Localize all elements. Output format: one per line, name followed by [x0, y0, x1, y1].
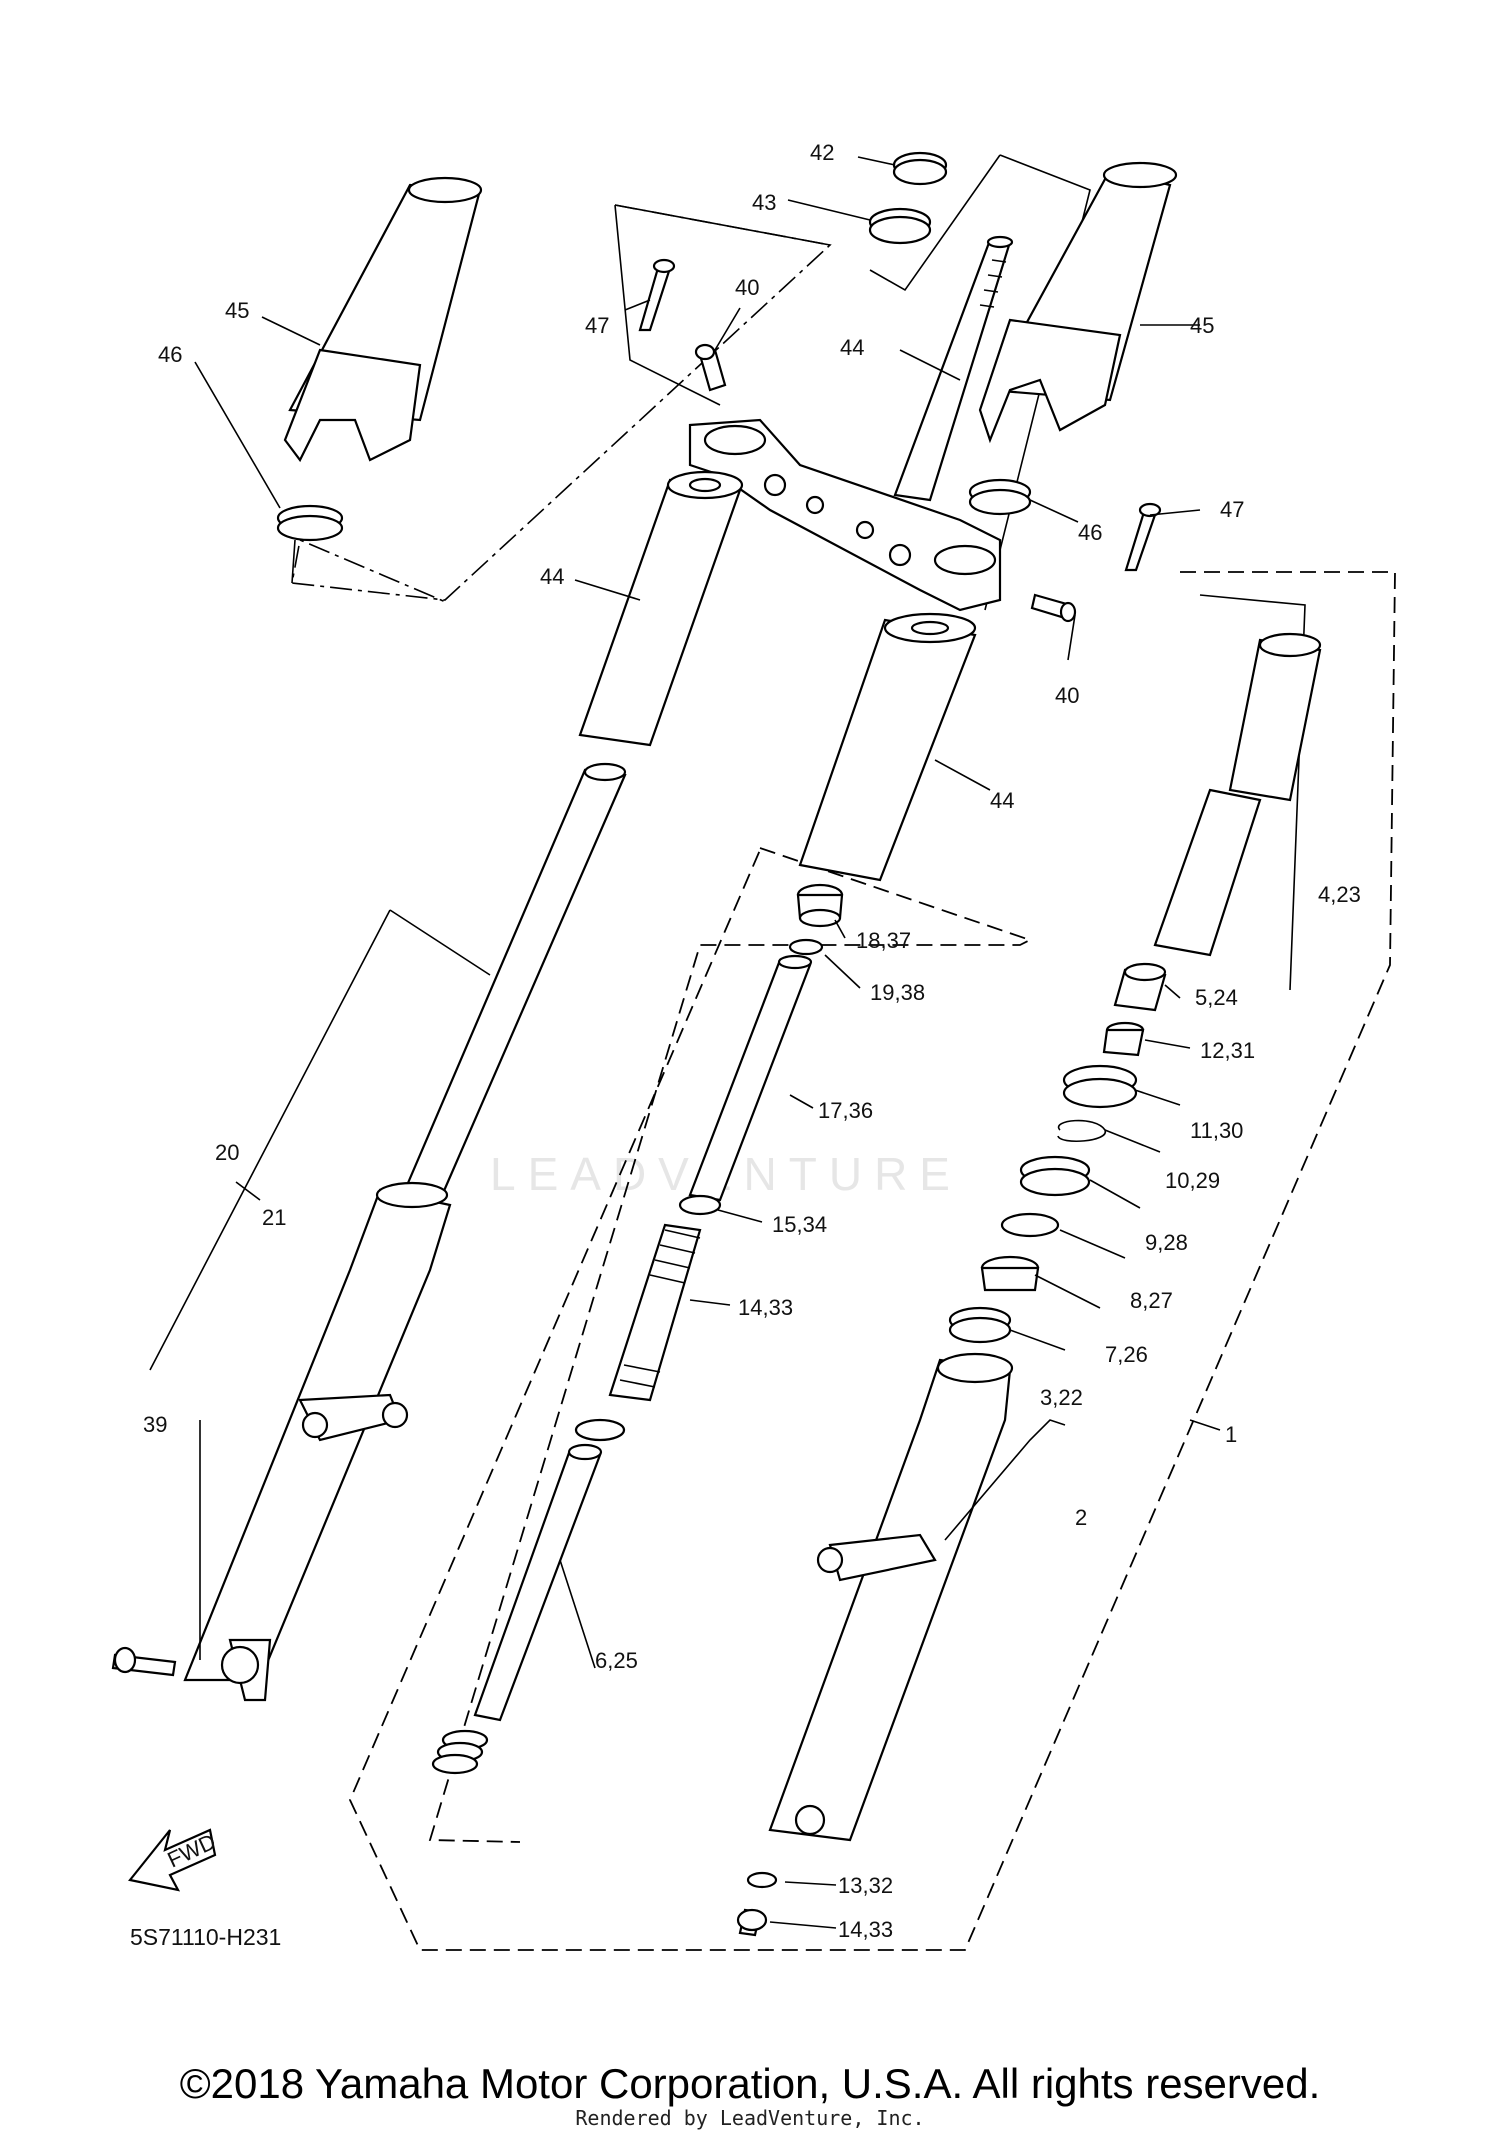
callout-45-right: 45: [1190, 313, 1214, 338]
callout-6-25: 6,25: [595, 1648, 638, 1673]
bracket-20-21: [149, 909, 491, 1371]
washer-16-35: [678, 1194, 722, 1216]
outline-left-cover-group: [291, 204, 831, 584]
callout-18-37: 18,37: [856, 928, 911, 953]
callout-12-31: 12,31: [1200, 1038, 1255, 1063]
steering-stem-43: [893, 235, 1014, 502]
callout-3-22: 3,22: [1040, 1385, 1083, 1410]
diagram-code: 5S71110-H231: [130, 1924, 282, 1950]
seal-46-left: [276, 504, 344, 542]
washer-13-32: [746, 1871, 778, 1889]
callout-44-left: 44: [540, 564, 564, 589]
clip-10-29: [1057, 1119, 1106, 1142]
callout-15-34: 14,33: [738, 1295, 793, 1320]
seal-9-28: [1019, 1155, 1091, 1197]
bolt-47-left: [638, 258, 676, 332]
bushing-5-24: [1113, 962, 1167, 1012]
callout-46-right: 46: [1078, 520, 1102, 545]
callout-11-30: 11,30: [1190, 1118, 1243, 1143]
outline-outer-fork-group: [349, 571, 1396, 1951]
rebound-spring: [431, 1729, 489, 1775]
outline-right-stem-group: [869, 154, 1091, 611]
bearing-41: [892, 151, 948, 186]
leader-lines: [194, 156, 1221, 1929]
callout-40-upper: 40: [735, 275, 759, 300]
outline-damper-group: [428, 847, 1033, 1843]
bolt-40-left: [694, 343, 727, 392]
fwd-arrow-icon: FWD: [128, 1828, 220, 1892]
callout-7-26: 7,26: [1105, 1342, 1148, 1367]
callout-44-right: 44: [990, 788, 1014, 813]
washer-8-27: [1000, 1212, 1060, 1238]
seal-46-right: [968, 478, 1032, 516]
spring-15-34: [608, 1223, 702, 1402]
callout-47-upper: 47: [585, 313, 609, 338]
spacer-17-36: [688, 954, 813, 1202]
copyright-text: ©2018 Yamaha Motor Corporation, U.S.A. A…: [179, 2060, 1321, 2107]
callout-17-36: 17,36: [818, 1098, 873, 1123]
bracket-4-23: [1199, 594, 1306, 991]
callout-42: 43: [752, 190, 776, 215]
bolt-47-right: [1124, 502, 1162, 572]
cover-45-right: [978, 161, 1178, 444]
callout-46-left: 46: [158, 342, 182, 367]
inner-tube-4-23: [1153, 632, 1322, 957]
seal-11-30: [1062, 1064, 1138, 1109]
piston-ring-6-25: [574, 1418, 626, 1442]
bolt-40-right: [1030, 593, 1077, 623]
oring-19-38: [788, 938, 824, 956]
callout-41: 42: [810, 140, 834, 165]
bushing-12-31: [1102, 1021, 1145, 1057]
callout-47-right: 47: [1220, 497, 1244, 522]
callout-20: 20: [215, 1140, 239, 1165]
outer-tube-2: [768, 1352, 1014, 1842]
race-42: [868, 207, 932, 245]
damper-rod-6-25: [473, 1443, 603, 1722]
bolt-39: [111, 1646, 177, 1677]
callout-1: 1: [1225, 1422, 1237, 1447]
rendered-by-text: Rendered by LeadVenture, Inc.: [575, 2106, 925, 2130]
seal-3-22: [948, 1306, 1012, 1344]
callout-14-33: 14,33: [838, 1917, 893, 1942]
bolt-14-33: [736, 1908, 768, 1937]
callout-5-24: 5,24: [1195, 985, 1238, 1010]
callout-9-28: 9,28: [1145, 1230, 1188, 1255]
callout-40-lower: 40: [1055, 683, 1079, 708]
tube-44-left: [578, 470, 744, 747]
callout-16-35: 15,34: [772, 1212, 827, 1237]
callout-4-23: 4,23: [1318, 882, 1361, 907]
bushing-7-26: [980, 1255, 1040, 1292]
callout-39: 39: [143, 1412, 167, 1437]
cap-bolt-18-37: [796, 883, 844, 928]
fork-assembly-20-21: [183, 762, 627, 1702]
under-bracket: [688, 418, 1002, 612]
callout-8-27: 8,27: [1130, 1288, 1173, 1313]
callout-10-29: 10,29: [1165, 1168, 1220, 1193]
callout-43: 44: [840, 335, 864, 360]
tube-44-right: [798, 612, 977, 882]
callout-2: 2: [1075, 1505, 1087, 1530]
callout-19-38: 19,38: [870, 980, 925, 1005]
callout-21: 21: [262, 1205, 286, 1230]
cover-45-left: [283, 176, 483, 463]
callout-13-32: 13,32: [838, 1873, 893, 1898]
callout-45-left: 45: [225, 298, 249, 323]
